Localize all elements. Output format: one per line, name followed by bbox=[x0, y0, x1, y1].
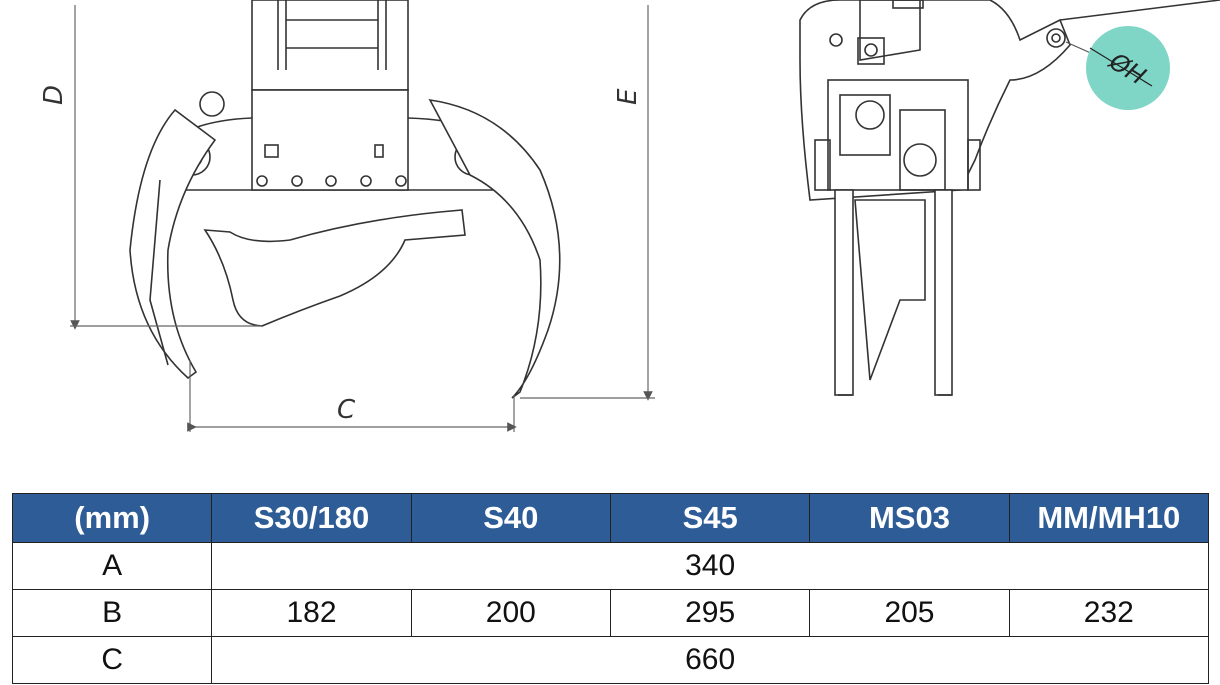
merged-value: 340 bbox=[211, 542, 1209, 590]
front-view bbox=[70, 0, 655, 432]
table-header-row: (mm) S30/180 S40 S45 MS03 MM/MH10 bbox=[11, 493, 1210, 543]
row-label: B bbox=[11, 589, 213, 637]
cell-value: 295 bbox=[609, 589, 811, 637]
header-unit: (mm) bbox=[11, 493, 213, 543]
technical-drawing: D E C ØH bbox=[39, 0, 1220, 432]
side-view bbox=[799, 0, 1220, 396]
row-label: A bbox=[11, 542, 213, 590]
header-s30-180: S30/180 bbox=[211, 493, 412, 543]
header-s45: S45 bbox=[609, 493, 811, 543]
cell-value: 200 bbox=[410, 589, 611, 637]
merged-value: 660 bbox=[211, 636, 1209, 684]
header-s40: S40 bbox=[410, 493, 611, 543]
header-ms03: MS03 bbox=[809, 493, 1010, 543]
header-mm-mh10: MM/MH10 bbox=[1008, 493, 1210, 543]
cell-value: 182 bbox=[211, 589, 412, 637]
table-row: B 182 200 295 205 232 bbox=[11, 589, 1210, 637]
table-row: C 660 bbox=[11, 636, 1209, 684]
pin-diameter-marker bbox=[1086, 26, 1170, 110]
cell-value: 205 bbox=[809, 589, 1010, 637]
table-row: A 340 bbox=[11, 542, 1209, 590]
cell-value: 232 bbox=[1008, 589, 1210, 637]
dimension-e-label: E bbox=[613, 88, 643, 105]
dimension-d-label: D bbox=[39, 85, 69, 105]
specification-table: (mm) S30/180 S40 S45 MS03 MM/MH10 A 340 … bbox=[11, 493, 1210, 684]
row-label: C bbox=[11, 636, 213, 684]
dimension-c-label: C bbox=[337, 395, 356, 425]
